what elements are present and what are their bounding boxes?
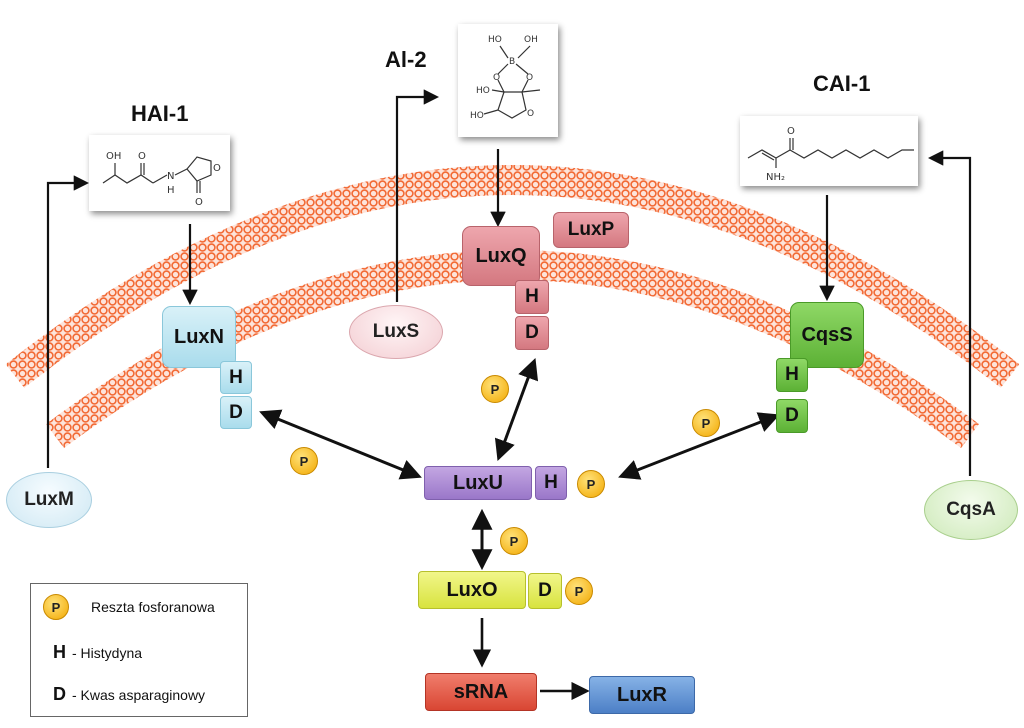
legend-d-symbol: D	[53, 684, 66, 704]
luxn-h-domain: H	[220, 361, 252, 394]
ai2-structure: HO OH B O O HO HO O	[458, 24, 558, 137]
ai2-ho2: HO	[476, 86, 490, 96]
cai1-structure-drawing: O NH₂	[747, 126, 914, 183]
ai2-o2: O	[526, 73, 533, 83]
hai1-oh: OH	[106, 151, 121, 162]
luxo-d-domain: D	[528, 573, 562, 609]
arrow-luxm-hai1	[46, 175, 90, 468]
phosphate-luxn: P	[290, 447, 318, 475]
cai1-o: O	[787, 126, 795, 137]
signal-label-ai2: Al-2	[385, 47, 427, 72]
luxu-protein: LuxU	[424, 466, 532, 500]
legend-row-histidine: H - Histydyna	[53, 642, 142, 663]
luxn-d-domain: D	[220, 396, 252, 429]
signal-label-hai1: HAI-1	[131, 101, 189, 126]
legend-phosphate-text: Reszta fosforanowa	[91, 599, 215, 615]
luxu-h-domain: H	[535, 466, 567, 500]
ai2-ho3: HO	[470, 111, 484, 121]
luxp-protein: LuxP	[553, 212, 629, 248]
cqsa-oval: CqsA	[924, 480, 1018, 540]
cqss-receptor: CqsS	[790, 302, 864, 368]
hai1-structure: OH O N H O O	[89, 135, 230, 211]
cai1-nh2: NH₂	[766, 172, 785, 183]
legend-row-phosphate: P Reszta fosforanowa	[43, 594, 215, 620]
luxs-oval: LuxS	[349, 305, 443, 359]
legend-h-symbol: H	[53, 642, 66, 662]
hai1-h: H	[167, 185, 175, 196]
phosphate-luxo: P	[565, 577, 593, 605]
hai1-structure-drawing: OH O N H O O	[102, 151, 221, 208]
srna-box: sRNA	[425, 673, 537, 711]
signal-label-cai1: CAI-1	[813, 71, 871, 96]
cqss-d-domain: D	[776, 399, 808, 433]
outer-membrane-edge	[5, 165, 1020, 388]
phosphate-luxq: P	[481, 375, 509, 403]
phosphate-cqss: P	[692, 409, 720, 437]
phosphate-luxu: P	[577, 470, 605, 498]
arrow-luxs-ai2	[395, 89, 440, 302]
cai1-structure: O NH₂	[740, 116, 918, 186]
arrow-cqss-luxu	[618, 412, 780, 480]
legend-phosphate-icon: P	[43, 594, 69, 620]
hai1-o2: O	[213, 163, 221, 174]
hai1-n: N	[167, 171, 174, 182]
ai2-oh1: OH	[524, 35, 538, 45]
cqss-h-domain: H	[776, 358, 808, 392]
legend-h-text: - Histydyna	[72, 644, 143, 661]
arrow-luxn-luxu	[259, 409, 422, 480]
luxn-receptor: LuxN	[162, 306, 236, 368]
legend-d-text: - Kwas asparaginowy	[72, 686, 206, 703]
ai2-b: B	[509, 57, 515, 67]
hai1-o1: O	[138, 151, 146, 162]
phosphate-relay: P	[500, 527, 528, 555]
arrow-cqsa-cai1	[927, 150, 972, 476]
ai2-o1: O	[493, 73, 500, 83]
outer-membrane	[5, 165, 1020, 388]
luxo-protein: LuxO	[418, 571, 526, 609]
ai2-ho1: HO	[488, 35, 502, 45]
luxq-receptor: LuxQ	[462, 226, 540, 286]
legend: P Reszta fosforanowa H - Histydyna D - K…	[30, 583, 248, 717]
luxm-oval: LuxM	[6, 472, 92, 528]
luxq-h-domain: H	[515, 280, 549, 314]
ai2-o3: O	[527, 109, 534, 119]
luxr-box: LuxR	[589, 676, 695, 714]
arrow-luxq-luxu	[494, 358, 539, 461]
ai2-structure-drawing: HO OH B O O HO HO O	[470, 35, 541, 121]
luxq-d-domain: D	[515, 316, 549, 350]
hai1-o3: O	[195, 197, 203, 208]
legend-row-aspartate: D - Kwas asparaginowy	[53, 684, 205, 705]
